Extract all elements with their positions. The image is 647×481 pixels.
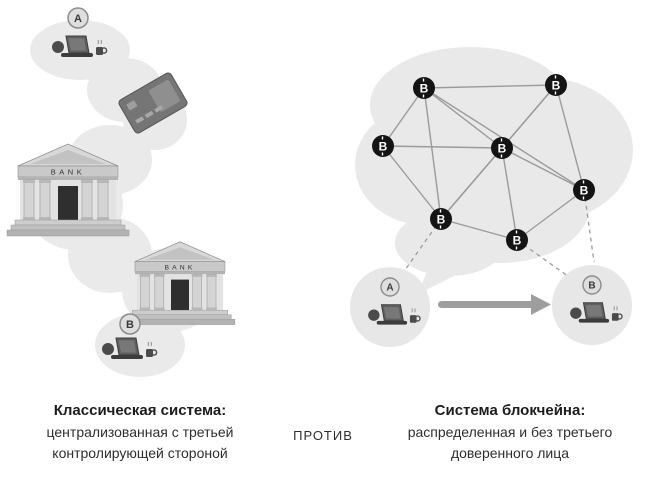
blockchain-node: B — [573, 179, 595, 201]
blockchain-node: B — [430, 208, 452, 230]
svg-text:B: B — [552, 79, 561, 93]
network-nodes: B B B B B — [372, 74, 595, 251]
right-system-blob — [355, 47, 633, 294]
blockchain-node: B — [372, 135, 394, 157]
credit-card-icon — [118, 72, 188, 134]
svg-text:B: B — [420, 82, 429, 96]
peer-b-badge — [582, 275, 602, 295]
svg-text:B: B — [513, 234, 522, 248]
peer-a-label: A — [386, 283, 393, 294]
peer-a-badge — [380, 277, 400, 297]
user-a-badge — [67, 7, 89, 29]
blockchain-node: B — [491, 137, 513, 159]
versus-label: ПРОТИВ — [293, 428, 353, 443]
blockchain-node: B — [413, 77, 435, 99]
svg-text:B: B — [498, 142, 507, 156]
caption-classical: Классическая система: централизованная с… — [20, 402, 260, 464]
blockchain-node: B — [545, 74, 567, 96]
caption-blockchain-line1: распределенная и без третьего — [407, 424, 613, 440]
user-b-badge — [119, 313, 141, 335]
peer-b-circle: B — [552, 265, 632, 345]
caption-blockchain-title: Система блокчейна: — [434, 402, 586, 419]
caption-classical-title: Классическая система: — [53, 402, 227, 419]
peer-a-circle: A — [350, 267, 430, 347]
user-b-label: B — [126, 319, 134, 331]
person-b-left: B — [101, 313, 158, 360]
caption-blockchain-line2: доверенного лица — [450, 445, 570, 461]
svg-text:B: B — [379, 140, 388, 154]
caption-classical-line1: централизованная с третьей — [46, 424, 234, 440]
caption-blockchain: Система блокчейна: распределенная и без … — [382, 402, 638, 464]
peer-b-label: B — [588, 281, 595, 292]
svg-text:B: B — [437, 213, 446, 227]
user-a-label: A — [74, 13, 82, 25]
diagram-canvas: BANK — [6, 7, 633, 377]
transfer-arrow — [438, 294, 551, 315]
caption-classical-line2: контролирующей стороной — [52, 445, 228, 461]
blockchain-node: B — [506, 229, 528, 251]
person-a-left: A — [51, 7, 108, 58]
svg-text:B: B — [580, 184, 589, 198]
